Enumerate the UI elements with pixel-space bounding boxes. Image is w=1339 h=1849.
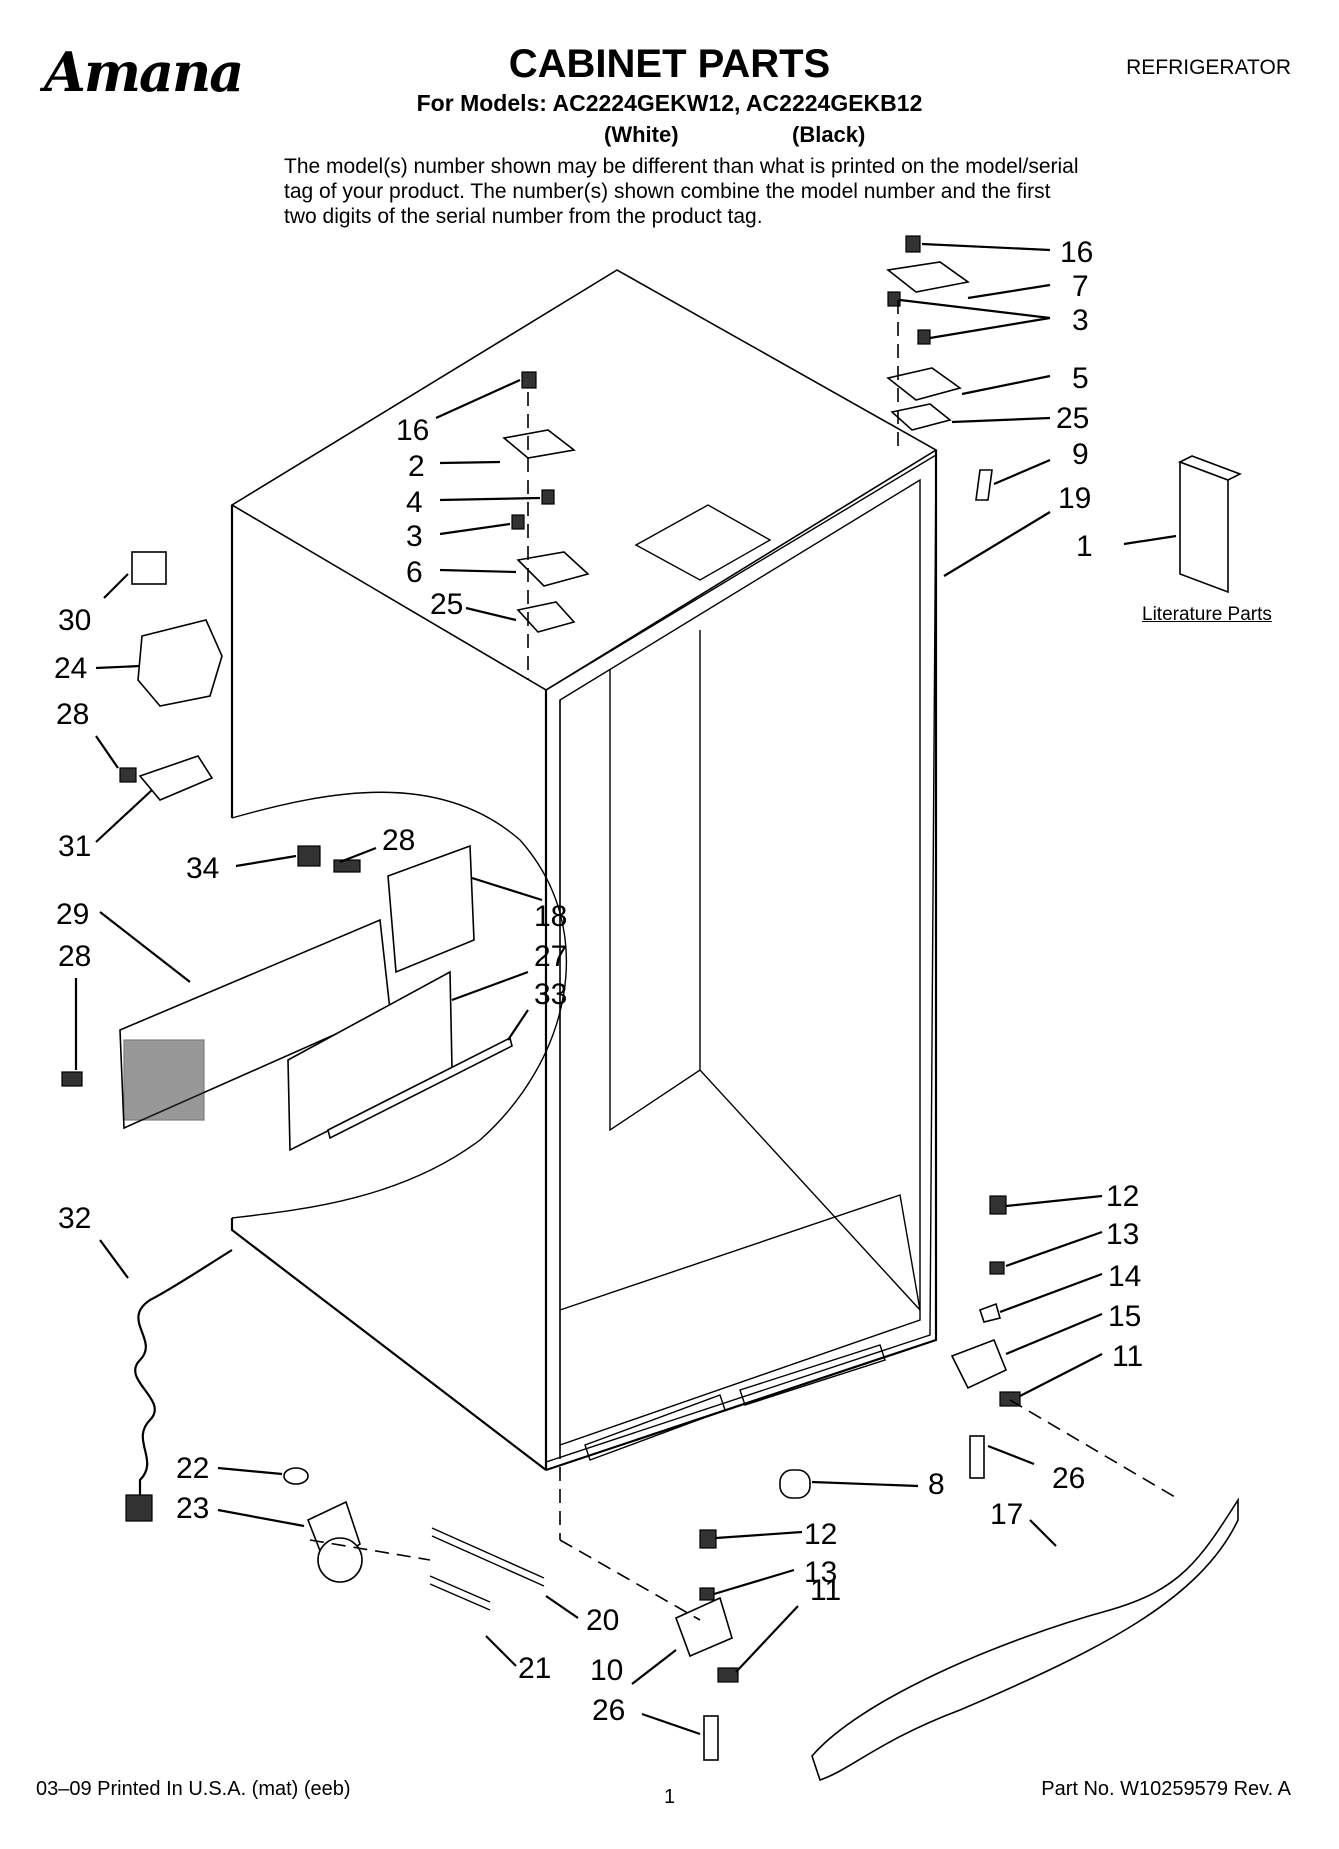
callout-14: 14 [1108, 1260, 1141, 1293]
callout-16-left: 16 [396, 414, 429, 447]
callout-26-right: 26 [1052, 1462, 1085, 1495]
callout-13-right: 13 [1106, 1218, 1139, 1251]
literature-parts-label: Literature Parts [1142, 604, 1272, 625]
callout-12-bottom: 12 [804, 1518, 837, 1551]
callout-labels: 16 7 3 5 25 9 19 1 16 2 4 3 6 25 30 24 2… [54, 236, 1143, 1727]
footer-print-info: 03–09 Printed In U.S.A. (mat) (eeb) [36, 1778, 351, 1800]
top-left-hinge [502, 371, 590, 680]
callout-25-left: 25 [430, 588, 463, 621]
callout-2: 2 [408, 450, 425, 483]
callout-23: 23 [176, 1492, 209, 1525]
callout-18: 18 [534, 900, 567, 933]
callout-24: 24 [54, 652, 87, 685]
callout-9: 9 [1072, 438, 1089, 471]
callout-30: 30 [58, 604, 91, 637]
callout-15: 15 [1108, 1300, 1141, 1333]
callout-16-top: 16 [1060, 236, 1093, 269]
callout-29: 29 [56, 898, 89, 931]
callout-21: 21 [518, 1652, 551, 1685]
callout-1: 1 [1076, 530, 1093, 563]
callout-33: 33 [534, 978, 567, 1011]
power-cord [134, 1249, 233, 1500]
part-number: Part No. W10259579 Rev. A [1041, 1778, 1291, 1800]
page-title: CABINET PARTS [508, 42, 831, 86]
callout-17: 17 [990, 1498, 1023, 1531]
callout-3-top: 3 [1072, 304, 1089, 337]
top-right-hinge [886, 235, 993, 501]
callout-12-right: 12 [1106, 1180, 1139, 1213]
page-number: 1 [664, 1786, 676, 1808]
leader-lines [74, 242, 1177, 1736]
callout-26-bottom: 26 [592, 1694, 625, 1727]
literature-book [1179, 460, 1229, 594]
variant-black-label: (Black) [792, 122, 866, 147]
callout-11-bottom: 11 [810, 1574, 841, 1607]
zoom-bubble [231, 791, 568, 1219]
callout-7: 7 [1072, 270, 1089, 303]
callout-25-top: 25 [1056, 402, 1089, 435]
bottom-hardware [283, 1195, 1239, 1782]
callout-31: 31 [58, 830, 91, 863]
cabinet-body [230, 269, 938, 1540]
callout-34: 34 [186, 852, 219, 885]
callout-13-bottom: 13 [804, 1556, 837, 1589]
category-label: REFRIGERATOR [1126, 56, 1291, 79]
callout-19: 19 [1058, 482, 1091, 515]
callout-20: 20 [586, 1604, 619, 1637]
callout-6: 6 [406, 556, 423, 589]
callout-28-side: 28 [56, 698, 89, 731]
callout-28-grille: 28 [58, 940, 91, 973]
callout-11-right: 11 [1112, 1340, 1143, 1373]
callout-22: 22 [176, 1452, 209, 1485]
callout-32: 32 [58, 1202, 91, 1235]
callout-10: 10 [590, 1654, 623, 1687]
callout-3-left: 3 [406, 520, 423, 553]
callout-5: 5 [1072, 362, 1089, 395]
callout-4: 4 [406, 486, 423, 519]
callout-28-bubble: 28 [382, 824, 415, 857]
left-side-parts [61, 551, 513, 1152]
callout-8: 8 [928, 1468, 945, 1501]
callout-27: 27 [534, 940, 567, 973]
variant-white-label: (White) [604, 122, 679, 147]
model-note: The model(s) number shown may be differe… [284, 155, 1079, 228]
brand-logo: Amana [44, 40, 244, 104]
models-line: For Models: AC2224GEKW12, AC2224GEKB12 [416, 90, 923, 116]
